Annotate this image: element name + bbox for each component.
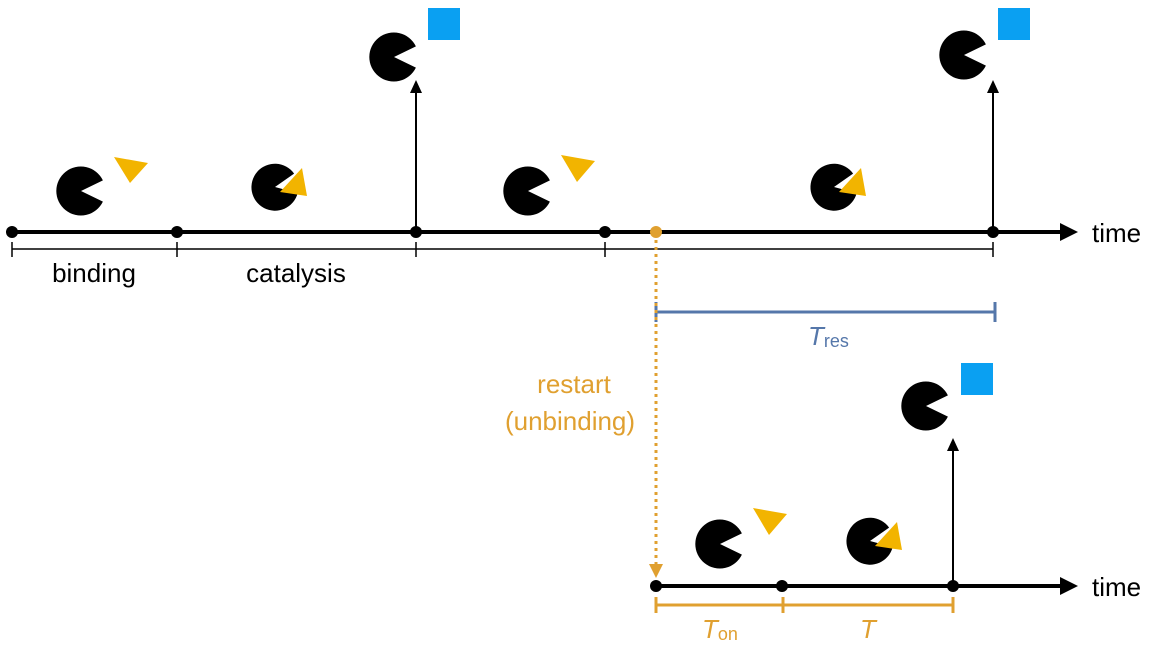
top-event-point [987, 226, 999, 238]
binding-label: binding [52, 258, 136, 288]
product-icon [428, 8, 460, 40]
top-restart-point [650, 226, 662, 238]
substrate-icon [753, 508, 787, 535]
enzyme-icon [369, 32, 416, 82]
t-res-subscript: res [824, 331, 849, 351]
enzyme-icon [251, 163, 298, 211]
top-event-point [599, 226, 611, 238]
enzyme-icon [56, 166, 103, 216]
arrow-icon [947, 438, 959, 451]
t-res-bracket: Tres [654, 302, 997, 351]
bottom-timeline: time Ton T [650, 363, 1141, 644]
product-icon [961, 363, 993, 395]
t-on-label: Ton [702, 614, 738, 644]
enzyme-icon [901, 381, 948, 431]
restart-label: restart [537, 369, 611, 399]
t-res-symbol: T [808, 321, 826, 351]
catalysis-label: catalysis [246, 258, 346, 288]
substrate-icon [280, 168, 307, 196]
enzyme-icon [939, 30, 986, 80]
arrow-icon [987, 80, 999, 93]
bottom-event-point [650, 580, 662, 592]
enzyme-icon [503, 166, 550, 216]
arrow-icon [649, 564, 663, 578]
substrate-icon [839, 168, 866, 196]
enzyme-icon [846, 517, 893, 565]
substrate-icon [875, 522, 902, 550]
restart-sublabel: (unbinding) [505, 406, 635, 436]
phase-bracket [11, 242, 994, 257]
t-on-t-bracket [654, 597, 955, 613]
top-time-arrowhead [1060, 223, 1078, 241]
enzyme-icon [810, 163, 857, 211]
t-res-label: Tres [808, 321, 849, 351]
bottom-event-point [947, 580, 959, 592]
t-on-subscript: on [718, 624, 738, 644]
top-event-point [171, 226, 183, 238]
substrate-icon [114, 157, 148, 183]
product-icon [998, 8, 1030, 40]
top-event-point [6, 226, 18, 238]
enzyme-icon [695, 519, 742, 569]
arrow-icon [410, 80, 422, 93]
top-time-label: time [1092, 218, 1141, 248]
restart-arrow: restart (unbinding) [505, 240, 663, 578]
t-label: T [860, 614, 878, 644]
top-timeline: time binding catalysis [6, 8, 1141, 288]
top-event-point [410, 226, 422, 238]
substrate-icon [561, 155, 595, 182]
bottom-event-point [776, 580, 788, 592]
bottom-time-label: time [1092, 572, 1141, 602]
t-on-symbol: T [702, 614, 720, 644]
bottom-time-arrowhead [1060, 577, 1078, 595]
